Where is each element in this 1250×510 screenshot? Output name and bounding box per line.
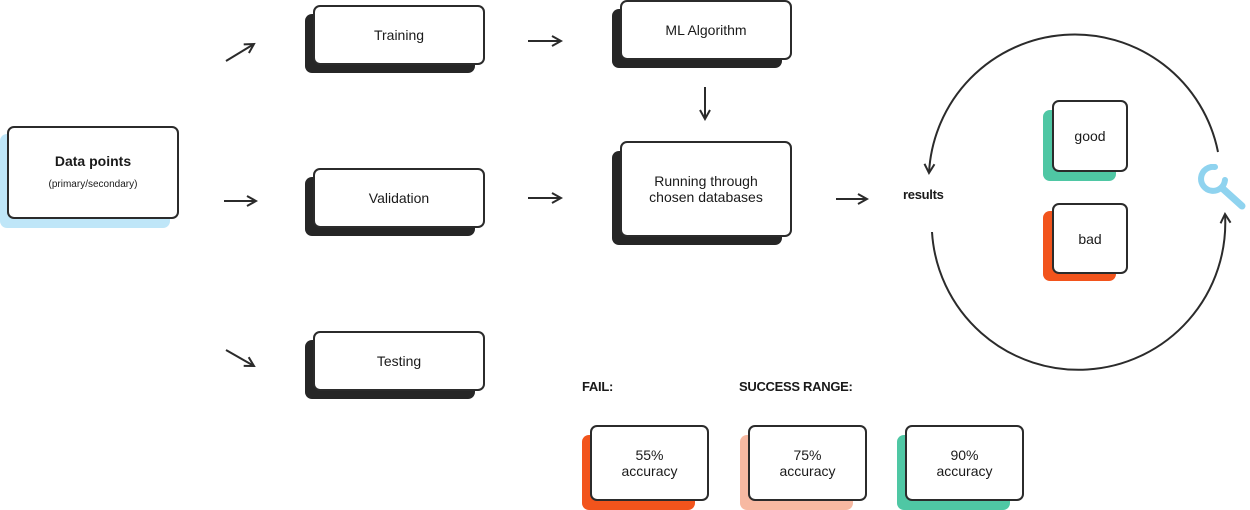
- arrow-to-testing: [225, 349, 254, 366]
- validation-label: Validation: [368, 190, 430, 206]
- accuracy-90-label: 90% accuracy: [936, 447, 993, 479]
- data-points-subtitle: (primary/secondary): [48, 178, 138, 190]
- good-node: good: [1052, 100, 1128, 172]
- validation-node: Validation: [313, 168, 485, 228]
- ml-algorithm-node: ML Algorithm: [620, 0, 792, 60]
- accuracy-90-card: 90% accuracy: [905, 425, 1024, 501]
- data-points-node: Data points (primary/secondary): [7, 126, 179, 219]
- success-range-heading: SUCCESS RANGE:: [739, 379, 853, 394]
- results-label: results: [903, 187, 944, 202]
- running-label: Running through chosen databases: [649, 173, 763, 205]
- loop-arc-top: [929, 33, 1219, 173]
- training-node: Training: [313, 5, 485, 65]
- arrow-to-training: [225, 44, 254, 62]
- running-node: Running through chosen databases: [620, 141, 792, 237]
- accuracy-55-label: 55% accuracy: [621, 447, 678, 479]
- bad-node: bad: [1052, 203, 1128, 274]
- fail-heading: FAIL:: [582, 379, 613, 394]
- accuracy-75-label: 75% accuracy: [779, 447, 836, 479]
- testing-label: Testing: [376, 353, 422, 369]
- bad-label: bad: [1078, 230, 1102, 247]
- data-points-title: Data points: [54, 152, 132, 169]
- ml-algorithm-label: ML Algorithm: [665, 22, 747, 38]
- loop-arc-bottom: [931, 214, 1225, 371]
- good-label: good: [1074, 128, 1106, 144]
- training-label: Training: [373, 27, 425, 43]
- wrench-icon: [1198, 164, 1246, 210]
- testing-node: Testing: [313, 331, 485, 391]
- accuracy-75-card: 75% accuracy: [748, 425, 867, 501]
- accuracy-55-card: 55% accuracy: [590, 425, 709, 501]
